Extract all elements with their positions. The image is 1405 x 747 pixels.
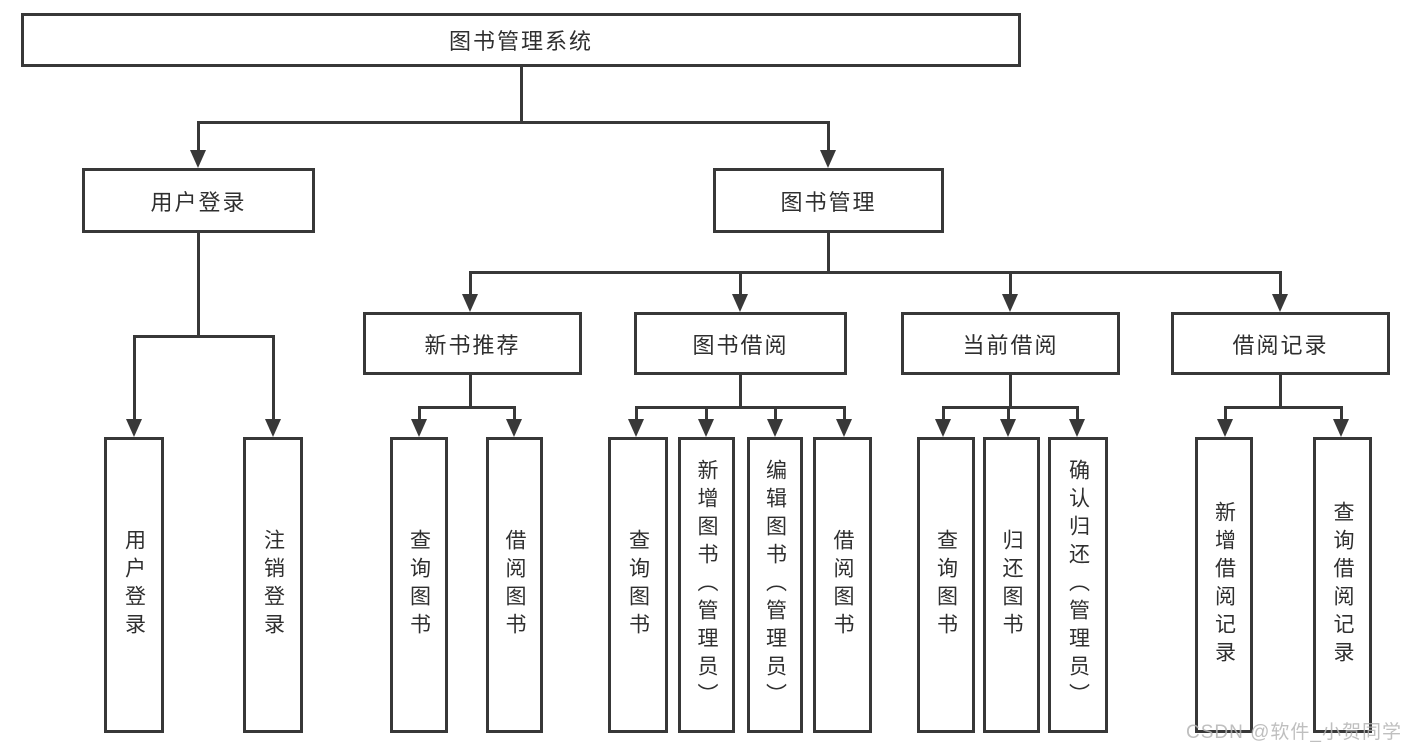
arrow-down-icon bbox=[265, 419, 281, 437]
connector-borrowing-stem bbox=[738, 375, 742, 406]
connector-records-stem bbox=[1278, 375, 1282, 406]
arrow-down-icon bbox=[935, 419, 951, 437]
arrow-down-icon bbox=[836, 419, 852, 437]
arrow-down-icon bbox=[1217, 419, 1233, 437]
connector-bookmgmt-rail bbox=[468, 271, 1282, 274]
node-user-login: 用户登录 bbox=[82, 168, 315, 233]
connector-recommend-drop bbox=[512, 406, 516, 421]
arrow-down-icon bbox=[628, 419, 644, 437]
arrow-down-icon bbox=[698, 419, 714, 437]
leaf-return-books: 归还图书 bbox=[983, 437, 1040, 733]
leaf-query-books-recommend: 查询图书 bbox=[390, 437, 448, 733]
connector-recommend-drop bbox=[417, 406, 421, 421]
connector-bookmgmt-drop bbox=[1008, 271, 1012, 296]
connector-borrowing-drop bbox=[842, 406, 846, 421]
arrow-down-icon bbox=[1333, 419, 1349, 437]
connector-borrowing-drop bbox=[773, 406, 777, 421]
node-current-borrowing: 当前借阅 bbox=[901, 312, 1120, 375]
connector-userlogin-drop bbox=[271, 335, 275, 421]
node-borrowing-records: 借阅记录 bbox=[1171, 312, 1390, 375]
connector-userlogin-rail bbox=[132, 335, 275, 338]
arrow-down-icon bbox=[1272, 294, 1288, 312]
connector-current-drop bbox=[1006, 406, 1010, 421]
leaf-query-books-borrowing: 查询图书 bbox=[608, 437, 668, 733]
leaf-confirm-return-admin: 确认归还（管理员） bbox=[1048, 437, 1108, 733]
connector-current-drop bbox=[1075, 406, 1079, 421]
csdn-watermark: CSDN @软件_小贺同学 bbox=[1186, 722, 1402, 743]
arrow-down-icon bbox=[1002, 294, 1018, 312]
connector-records-drop bbox=[1339, 406, 1343, 421]
connector-current-rail bbox=[941, 406, 1079, 409]
connector-borrowing-rail bbox=[634, 406, 846, 409]
connector-root-drop-right bbox=[826, 121, 830, 151]
leaf-add-borrow-record: 新增借阅记录 bbox=[1195, 437, 1253, 733]
leaf-edit-books-admin: 编辑图书（管理员） bbox=[747, 437, 803, 733]
node-library-system: 图书管理系统 bbox=[21, 13, 1021, 67]
leaf-borrow-books-recommend: 借阅图书 bbox=[486, 437, 543, 733]
arrow-down-icon bbox=[820, 150, 836, 168]
arrow-down-icon bbox=[126, 419, 142, 437]
connector-bookmgmt-drop bbox=[738, 271, 742, 296]
node-book-management: 图书管理 bbox=[713, 168, 944, 233]
leaf-logout: 注销登录 bbox=[243, 437, 303, 733]
connector-borrowing-drop bbox=[704, 406, 708, 421]
arrow-down-icon bbox=[1000, 419, 1016, 437]
arrow-down-icon bbox=[767, 419, 783, 437]
connector-recommend-rail bbox=[417, 406, 515, 409]
node-book-borrowing: 图书借阅 bbox=[634, 312, 847, 375]
arrow-down-icon bbox=[411, 419, 427, 437]
connector-root-rail bbox=[196, 121, 830, 124]
connector-userlogin-stem bbox=[196, 233, 200, 335]
leaf-query-borrow-record: 查询借阅记录 bbox=[1313, 437, 1372, 733]
connector-records-rail bbox=[1223, 406, 1343, 409]
connector-bookmgmt-drop bbox=[468, 271, 472, 296]
arrow-down-icon bbox=[462, 294, 478, 312]
node-new-book-recommend: 新书推荐 bbox=[363, 312, 582, 375]
leaf-add-books-admin: 新增图书（管理员） bbox=[678, 437, 735, 733]
arrow-down-icon bbox=[1069, 419, 1085, 437]
arrow-down-icon bbox=[732, 294, 748, 312]
leaf-borrow-books-borrowing: 借阅图书 bbox=[813, 437, 872, 733]
arrow-down-icon bbox=[506, 419, 522, 437]
connector-recommend-stem bbox=[468, 375, 472, 406]
leaf-user-login: 用户登录 bbox=[104, 437, 164, 733]
connector-root-stem bbox=[519, 67, 523, 121]
connector-current-drop bbox=[941, 406, 945, 421]
leaf-query-books-current: 查询图书 bbox=[917, 437, 975, 733]
arrow-down-icon bbox=[190, 150, 206, 168]
connector-current-stem bbox=[1008, 375, 1012, 406]
connector-bookmgmt-drop bbox=[1278, 271, 1282, 296]
connector-borrowing-drop bbox=[634, 406, 638, 421]
connector-records-drop bbox=[1223, 406, 1227, 421]
connector-root-drop-left bbox=[196, 121, 200, 151]
connector-userlogin-drop bbox=[132, 335, 136, 421]
connector-bookmgmt-stem bbox=[826, 233, 830, 271]
